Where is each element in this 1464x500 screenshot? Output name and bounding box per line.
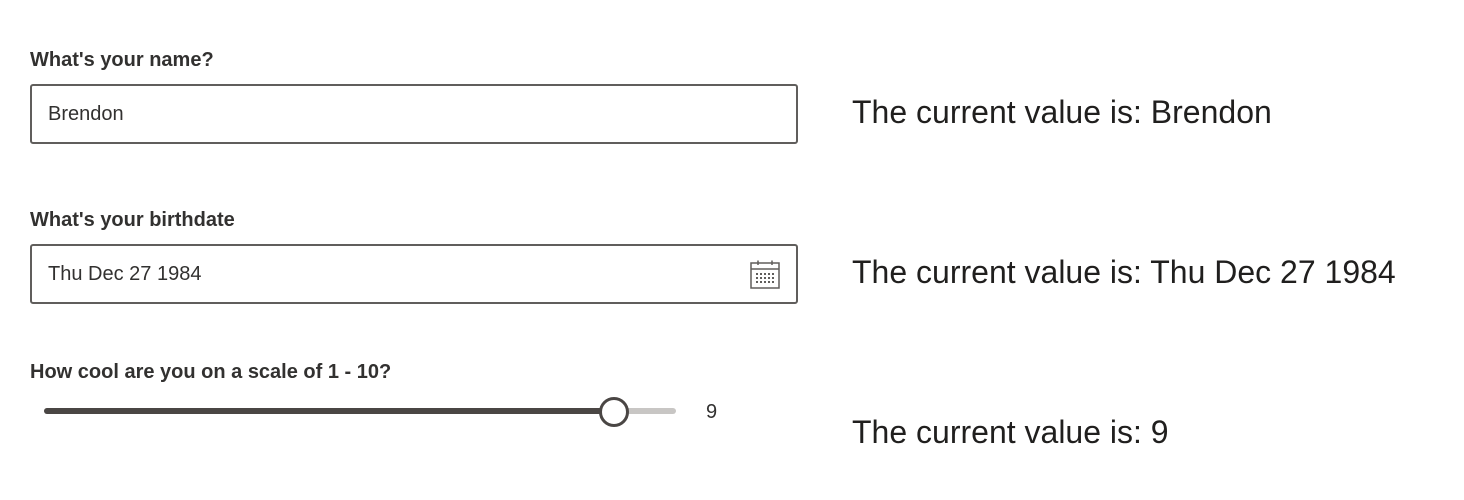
birthdate-label: What's your birthdate	[30, 209, 235, 231]
birthdate-field-container	[30, 244, 798, 304]
birthdate-input[interactable]	[32, 246, 732, 302]
slider-thumb[interactable]	[598, 397, 629, 427]
name-label: What's your name?	[30, 49, 214, 71]
coolness-value-label: 9	[706, 401, 718, 423]
name-current-value: The current value is: Brendon	[852, 94, 1272, 130]
name-field-container	[30, 84, 798, 144]
coolness-label: How cool are you on a scale of 1 - 10?	[30, 361, 392, 383]
coolness-current-value: The current value is: 9	[852, 414, 1169, 450]
calendar-icon[interactable]	[750, 260, 780, 290]
name-input[interactable]	[32, 86, 796, 142]
birthdate-current-value: The current value is: Thu Dec 27 1984	[852, 254, 1396, 290]
coolness-slider[interactable]	[30, 396, 690, 427]
slider-fill	[44, 408, 613, 414]
